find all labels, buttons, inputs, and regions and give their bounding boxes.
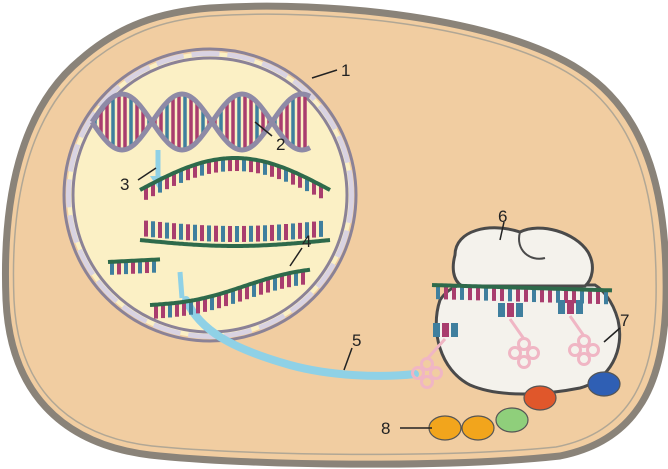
anticodon-base [576,300,583,314]
export-arrow [180,272,182,298]
anticodon-base [498,303,505,317]
anticodon-base [516,303,523,317]
label-3: 3 [120,175,129,194]
label-6: 6 [498,207,507,226]
anticodon-base [451,323,458,337]
amino-acid-bead [524,386,556,410]
label-5: 5 [352,331,361,350]
anticodon-base [567,300,574,314]
label-1: 1 [341,61,350,80]
label-4: 4 [302,232,311,251]
label-7: 7 [620,311,629,330]
amino-acid-bead [429,416,461,440]
anticodon-base [442,323,449,337]
label-8: 8 [381,419,390,438]
amino-acid-bead [462,416,494,440]
amino-acid-bead [496,408,528,432]
ribosome-small-subunit [453,228,592,286]
mrna-backbone [108,259,160,262]
anticodon-base [507,303,514,317]
anticodon-base [433,323,440,337]
amino-acid-bead [588,372,620,396]
label-2: 2 [276,135,285,154]
anticodon-base [558,300,565,314]
